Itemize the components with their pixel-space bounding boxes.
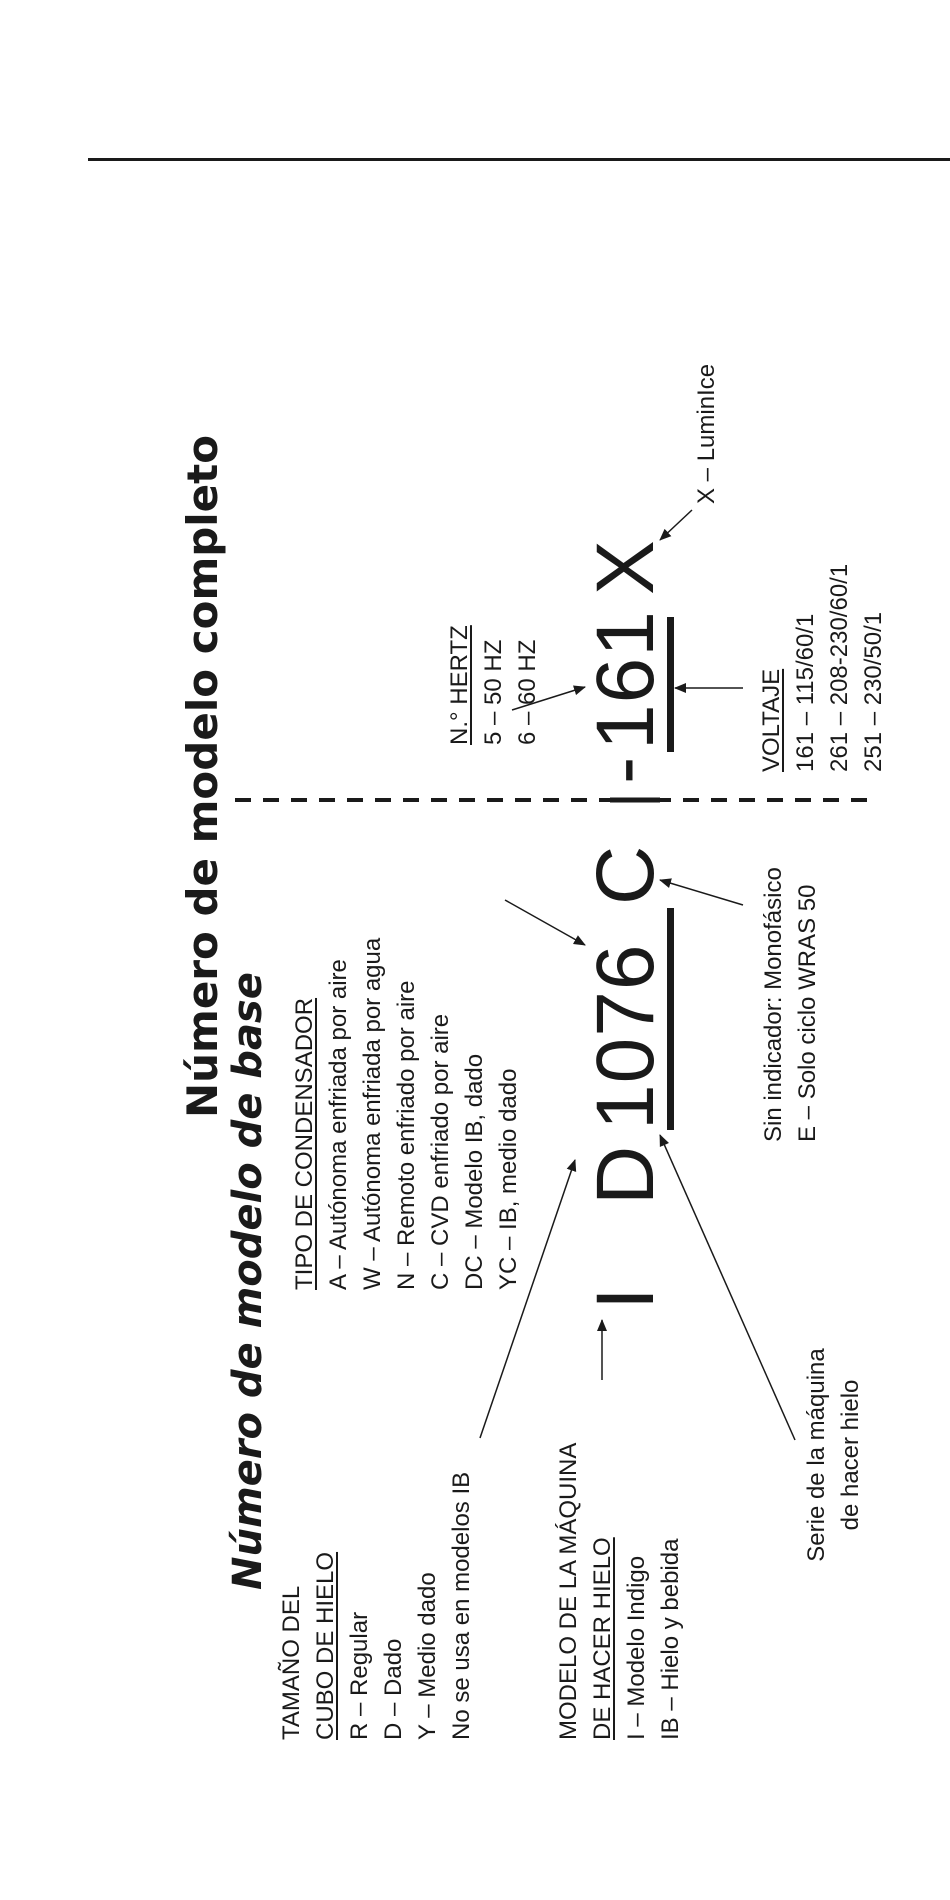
hertz-arrow (511, 685, 586, 711)
series-arrow (659, 1134, 796, 1441)
cube-size-arrow (479, 1159, 577, 1439)
top-horizontal-rule (88, 158, 950, 161)
indicator-arrow (659, 878, 744, 906)
condenser-type-arrow (504, 899, 586, 946)
luminice-arrow (659, 509, 693, 541)
